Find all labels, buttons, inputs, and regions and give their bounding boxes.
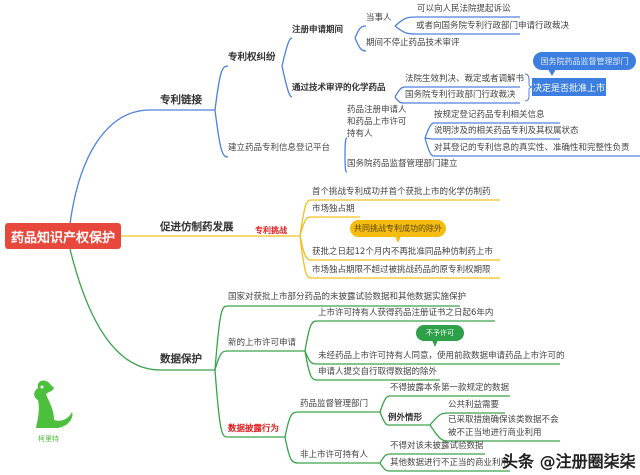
node-review-continues[interactable]: 期间不停止药品技术审评 <box>366 38 460 48</box>
node-exception-item[interactable]: 已采取措施确保该类数据不会 <box>448 415 559 425</box>
root-node[interactable]: 药品知识产权保护 <box>5 223 121 249</box>
node-state-protection[interactable]: 国家对获批上市部分药品的未披露试验数据和其他数据实施保护 <box>228 292 467 302</box>
node-duty[interactable]: 按规定登记药品专利相关信息 <box>434 110 545 120</box>
node-data-protection[interactable]: 数据保护 <box>160 353 202 365</box>
callout-not-permitted: 不予许可 <box>416 325 464 341</box>
node-exception-item[interactable]: 被不正当地进行商业利用 <box>448 428 542 438</box>
logo-text: 柯里特 <box>38 435 59 443</box>
callout-pointer <box>432 340 438 347</box>
node-duty[interactable]: 对其登记的专利信息的真实性、准确性和完整性负责 <box>434 143 630 153</box>
node-exception[interactable]: 例外情形 <box>388 413 423 423</box>
node-court-suit[interactable]: 可以向人民法院提起诉讼 <box>417 4 511 14</box>
node-builder[interactable]: 国务院药品监督管理部门建立 <box>347 159 458 169</box>
node-disclosure[interactable]: 数据披露行为 <box>228 424 280 434</box>
node-platform[interactable]: 建立药品专利信息登记平台 <box>228 143 331 153</box>
holder-line: 和药品上市许可 <box>347 117 407 127</box>
callout-pointer <box>395 236 401 243</box>
node-new-application[interactable]: 新的上市许可申请 <box>228 338 297 348</box>
node-admin-ruling[interactable]: 或者向国务院专利行政部门申请行政裁决 <box>416 21 570 31</box>
callout-joint-challenge: 共同挑战专利成功的除外 <box>350 220 446 237</box>
node-generic-item[interactable]: 市场独占期 <box>312 204 355 214</box>
decision-box[interactable]: 决定是否批准上市 <box>532 78 606 96</box>
node-generic-item[interactable]: 市场独占期限不超过被挑战药品的原专利权期限 <box>312 265 491 275</box>
node-court-judgment[interactable]: 法院生效判决、裁定或者调解书 <box>405 74 525 84</box>
node-duty[interactable]: 说明涉及的相关药品专利及其权属状态 <box>434 126 579 136</box>
node-admin-decision[interactable]: 国务院专利行政部门行政裁决 <box>405 90 516 100</box>
node-non-holder-item[interactable]: 不得对该未披露试验数据 <box>390 441 484 451</box>
node-regulator[interactable]: 药品监督管理部门 <box>300 399 369 409</box>
node-registration-period[interactable]: 注册申请期间 <box>292 25 344 35</box>
callout-pointer <box>548 69 556 76</box>
node-regulator-rule[interactable]: 不得披露本条第一款规定的数据 <box>390 383 510 393</box>
node-non-holder-item[interactable]: 其他数据进行不正当的商业利用 <box>390 458 510 468</box>
node-non-holder[interactable]: 非上市许可持有人 <box>300 450 369 460</box>
dog-logo-icon <box>34 380 73 428</box>
watermark: 头条 @注册圈柒柒 <box>502 452 636 471</box>
callout-nmpa: 国务院药品监督管理部门 <box>533 52 636 70</box>
holder-line: 药品注册申请人 <box>347 105 407 115</box>
node-new-app-item[interactable]: 申请人提交自行取得数据的除外 <box>318 367 438 377</box>
node-new-app-item[interactable]: 未经药品上市许可持有人同意，使用前款数据申请药品上市许可的 <box>318 351 565 361</box>
holder-line: 持有人 <box>347 129 373 139</box>
node-patent-dispute[interactable]: 专利权纠纷 <box>228 52 276 63</box>
node-patent-challenge[interactable]: 专利挑战 <box>255 226 287 235</box>
node-party[interactable]: 当事人 <box>366 13 392 23</box>
node-generic-item[interactable]: 获批之日起12个月内不再批准同品种仿制药上市 <box>312 247 493 257</box>
node-new-app-item[interactable]: 上市许可持有人获得药品注册证书之日起6年内 <box>318 308 494 318</box>
node-approved-chem[interactable]: 通过技术审评的化学药品 <box>292 83 386 93</box>
node-generic[interactable]: 促进仿制药发展 <box>160 221 234 233</box>
node-patent-link[interactable]: 专利链接 <box>160 94 202 106</box>
node-generic-item[interactable]: 首个挑战专利成功并首个获批上市的化学仿制药 <box>312 187 491 197</box>
node-holder[interactable]: 药品注册申请人 和药品上市许可 持有人 <box>347 104 411 140</box>
node-exception-item[interactable]: 公共利益需要 <box>448 400 500 410</box>
